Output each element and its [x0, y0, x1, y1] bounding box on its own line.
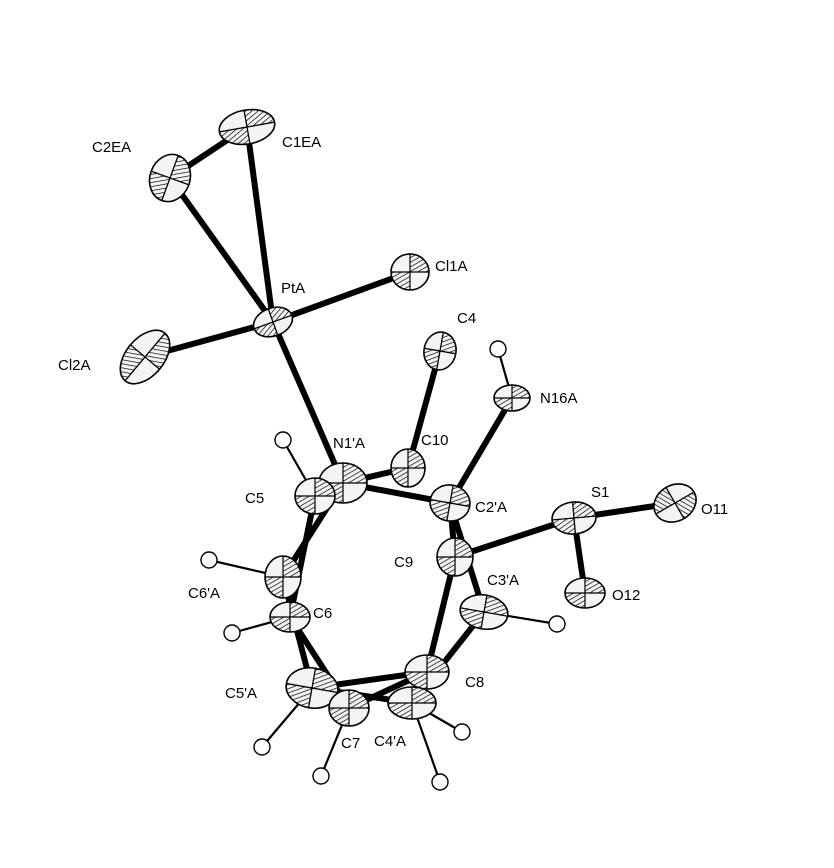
- hydrogen-atom: [253, 738, 271, 756]
- atom-C6: [269, 601, 311, 633]
- atom-C5A: [285, 666, 339, 710]
- atom-label-C8: C8: [465, 674, 484, 691]
- atom-label-O11: O11: [701, 501, 728, 518]
- atom-S1: [551, 501, 597, 535]
- bond-C2A-N16A: [447, 396, 515, 505]
- atom-label-C6: C6: [313, 605, 332, 622]
- hydrogen-atom: [431, 773, 449, 791]
- atom-C2EA: [148, 153, 192, 203]
- atom-label-C9: C9: [394, 554, 413, 571]
- atom-O11: [653, 483, 697, 523]
- atom-label-N1A: N1'A: [333, 435, 365, 452]
- hydrogen-atom: [548, 615, 566, 633]
- atom-label-O12: O12: [612, 587, 640, 604]
- hydrogen-atom: [489, 340, 507, 358]
- atom-layer: [119, 108, 697, 791]
- atom-label-C2EA: C2EA: [92, 139, 131, 156]
- atom-C1EA: [218, 108, 276, 146]
- bond-PtA-N1A: [270, 320, 346, 485]
- bond-PtA-C2EA: [167, 176, 276, 324]
- atom-O12: [564, 577, 606, 609]
- atom-label-Cl2A: Cl2A: [58, 357, 91, 374]
- atom-C6A: [264, 555, 302, 599]
- atom-label-C6A: C6'A: [188, 585, 220, 602]
- atom-label-C7: C7: [341, 735, 360, 752]
- atom-label-C3A: C3'A: [487, 572, 519, 589]
- atom-label-C1EA: C1EA: [282, 134, 321, 151]
- atom-C4: [423, 331, 457, 371]
- hydrogen-atom: [274, 431, 292, 449]
- atom-C10: [390, 448, 426, 488]
- atom-C3A: [459, 593, 509, 631]
- atom-label-C4: C4: [457, 310, 476, 327]
- hydrogen-atom: [223, 624, 241, 642]
- bond-C5-C6: [287, 495, 318, 618]
- bond-PtA-C1EA: [244, 126, 276, 323]
- atom-C8: [404, 654, 450, 690]
- atom-label-C2A: C2'A: [475, 499, 507, 516]
- atom-N16A: [493, 384, 531, 412]
- atom-C4A: [387, 686, 437, 720]
- atom-label-N16A: N16A: [540, 390, 578, 407]
- hydrogen-atom: [312, 767, 330, 785]
- atom-PtA: [252, 306, 294, 338]
- atom-label-Cl1A: Cl1A: [435, 258, 468, 275]
- hydrogen-atom: [200, 551, 218, 569]
- atom-C7: [328, 689, 370, 727]
- atom-label-C5: C5: [245, 490, 264, 507]
- atom-label-S1: S1: [591, 484, 609, 501]
- bond-PtA-Cl1A: [271, 269, 412, 325]
- atom-Cl1A: [390, 253, 430, 291]
- atom-C2A: [429, 484, 471, 522]
- hydrogen-atom: [453, 723, 471, 741]
- atom-label-C10: C10: [421, 432, 449, 449]
- atom-Cl2A: [119, 329, 171, 385]
- atom-C9: [436, 537, 474, 577]
- bond-C10-C4: [405, 350, 443, 469]
- atom-label-PtA: PtA: [281, 280, 305, 297]
- atom-label-C5A: C5'A: [225, 685, 257, 702]
- atom-label-C4A: C4'A: [374, 733, 406, 750]
- atom-C5: [294, 477, 336, 515]
